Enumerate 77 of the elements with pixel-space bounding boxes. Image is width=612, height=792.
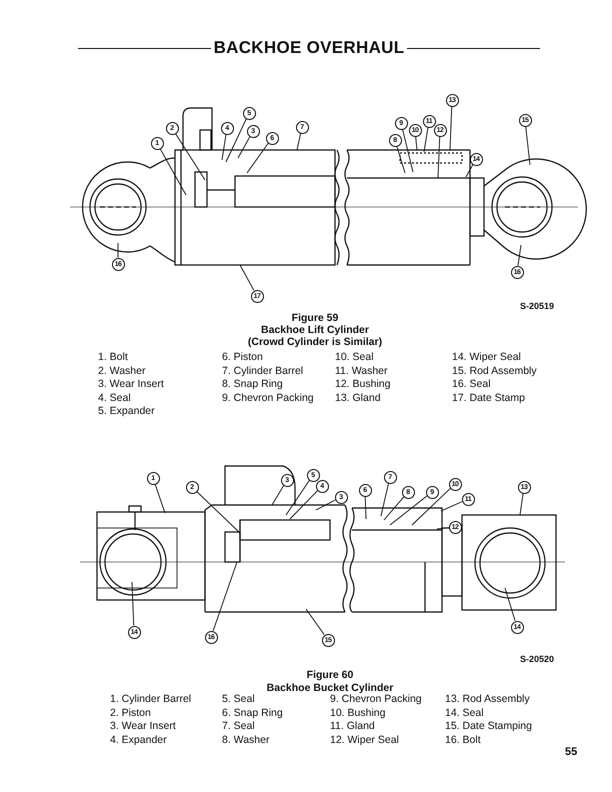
leader-line [384, 496, 404, 520]
drawing-number: S-20520 [520, 654, 554, 664]
leader-line [226, 118, 247, 162]
leader-line [286, 480, 310, 516]
leader-line [438, 136, 440, 178]
parts-list-item: 10. Bushing [330, 706, 386, 719]
parts-list-item: 7. Cylinder Barrel [222, 364, 304, 376]
parts-list-item: 4. Seal [98, 392, 131, 404]
leader-line [466, 164, 474, 178]
leader-line [132, 582, 134, 626]
leader-line [412, 488, 451, 526]
parts-list-item: 14. Seal [445, 706, 484, 719]
leader-line [154, 484, 166, 514]
parts-list-item: 6. Piston [222, 351, 263, 363]
leader-line [238, 136, 250, 158]
parts-list-item: 8. Washer [222, 734, 270, 746]
leader-line [525, 126, 530, 166]
figure-title: Backhoe Bucket Cylinder [266, 682, 394, 694]
parts-list-item: 17. Date Stamp [452, 392, 525, 404]
leader-line [316, 500, 336, 510]
parts-list-item: 5. Expander [98, 405, 155, 417]
leader-line [364, 496, 366, 520]
leader-line [402, 128, 414, 172]
leader-line [240, 264, 254, 291]
leader-line [196, 491, 240, 534]
leader-line [290, 490, 318, 520]
figure-title: Backhoe Lift Cylinder [260, 324, 370, 336]
figure-subtitle: (Crowd Cylinder is Similar) [246, 336, 384, 348]
figure-number: Figure 59 [290, 312, 340, 324]
parts-list-item: 14. Wiper Seal [452, 351, 521, 363]
drawing-number: S-20519 [520, 301, 554, 311]
page-title: BACKHOE OVERHAUL [212, 38, 406, 58]
parts-list-item: 2. Piston [110, 706, 151, 719]
leader-line [518, 244, 522, 266]
leader-line [296, 132, 302, 150]
parts-list-item: 15. Date Stamping [445, 720, 532, 732]
leader-line [380, 482, 389, 516]
parts-list-item: 12. Wiper Seal [330, 734, 399, 746]
parts-list-item: 9. Chevron Packing [330, 693, 422, 705]
parts-list-item: 5. Seal [222, 693, 255, 705]
leader-line [390, 496, 428, 526]
leader-line [160, 148, 186, 196]
leader-line [520, 492, 524, 516]
parts-list-item: 2. Washer [98, 364, 146, 376]
parts-list-item: 4. Expander [110, 734, 167, 746]
leader-line [424, 126, 428, 152]
parts-list-item: 1. Bolt [98, 351, 128, 363]
parts-list-item: 11. Gland [330, 720, 375, 732]
leader-line [415, 136, 418, 150]
leader-line [396, 146, 406, 174]
parts-list-item: 1. Cylinder Barrel [110, 693, 192, 705]
leader-line [436, 527, 449, 530]
parts-list-item: 16. Seal [452, 378, 491, 390]
parts-list-item: 3. Wear Insert [110, 720, 176, 732]
leader-line [306, 608, 325, 636]
parts-list-item: 6. Snap Ring [222, 706, 283, 719]
parts-list-item: 11. Washer [335, 364, 388, 376]
parts-list-item: 9. Chevron Packing [222, 392, 314, 404]
leader-line [212, 562, 238, 632]
page-number: 55 [565, 746, 578, 758]
parts-list-item: 13. Gland [335, 392, 381, 404]
parts-list-item: 7. Seal [222, 720, 255, 732]
parts-list-item: 8. Snap Ring [222, 378, 283, 390]
parts-list-item: 12. Bushing [335, 378, 390, 390]
parts-list-item: 16. Bolt [445, 734, 481, 746]
leader-line [440, 501, 462, 512]
leader-line [450, 106, 452, 150]
parts-list-item: 10. Seal [335, 351, 374, 363]
leader-line [246, 142, 269, 174]
leader-line [272, 485, 284, 506]
leader-line [222, 134, 226, 160]
leader-line [175, 133, 206, 180]
leader-line [504, 588, 516, 622]
figure-number: Figure 60 [306, 669, 354, 681]
parts-list-item: 15. Rod Assembly [452, 364, 537, 376]
parts-list-item: 3. Wear Insert [98, 378, 164, 390]
parts-list-item: 13. Rod Assembly [445, 693, 530, 705]
